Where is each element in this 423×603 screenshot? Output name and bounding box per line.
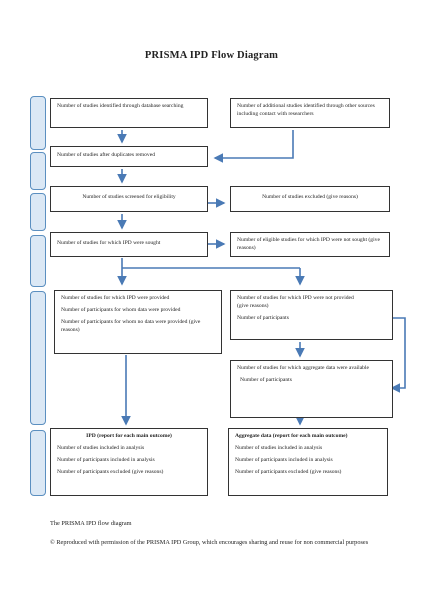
aggregate-analysis-excluded: Number of participants excluded (give re…	[235, 469, 342, 476]
box-ipd-provided: Number of studies for which IPD were pro…	[54, 290, 222, 354]
box-studies-after-duplicates: Number of studies after duplicates remov…	[50, 146, 208, 167]
aggregate-analysis-included: Number of studies included in analysis	[235, 445, 323, 452]
aggregate-analysis-participants: Number of participants included in analy…	[235, 457, 333, 464]
box-ipd-sought: Number of studies for which IPD were sou…	[50, 232, 208, 257]
ipd-not-provided-participants: Number of participants	[237, 315, 289, 322]
box-ipd-analysis: IPD (report for each main outcome) Numbe…	[50, 428, 208, 496]
ipd-analysis-included: Number of studies included in analysis	[57, 445, 145, 452]
box-studies-identified-database: Number of studies identified through dat…	[50, 98, 208, 128]
box-aggregate-available: Number of studies for which aggregate da…	[230, 360, 393, 418]
ipd-not-provided-studies: Number of studies for which IPD were not…	[237, 295, 354, 301]
diagram-title: PRISMA IPD Flow Diagram	[144, 50, 279, 61]
ipd-provided-studies: Number of studies for which IPD were pro…	[61, 295, 170, 301]
stage-marker-ipd-obtained	[30, 291, 46, 425]
stage-marker-deduplication	[30, 152, 46, 190]
ipd-analysis-participants: Number of participants included in analy…	[57, 457, 155, 464]
box-studies-identified-other: Number of additional studies identified …	[230, 98, 390, 128]
ipd-provided-participants-no-data: Number of participants for whom no data …	[61, 319, 201, 334]
ipd-analysis-heading: IPD (report for each main outcome)	[86, 433, 172, 439]
aggregate-available-participants: Number of participants	[240, 377, 292, 384]
stage-marker-screening	[30, 193, 46, 231]
aggregate-available-studies: Number of studies for which aggregate da…	[237, 365, 370, 371]
box-studies-screened: Number of studies screened for eligibili…	[50, 186, 208, 212]
stage-marker-analysis	[30, 430, 46, 496]
ipd-provided-participants: Number of participants for whom data wer…	[61, 307, 181, 314]
box-ipd-not-provided: Number of studies for which IPD were not…	[230, 290, 393, 340]
ipd-analysis-excluded: Number of participants excluded (give re…	[57, 469, 164, 476]
stage-marker-ipd-sought	[30, 235, 46, 287]
eligible-not-sought-text: Number of eligible studies for which IPD…	[237, 237, 380, 252]
diagram-caption: The PRISMA IPD flow diagram	[50, 520, 132, 527]
box-eligible-not-sought: Number of eligible studies for which IPD…	[230, 232, 390, 257]
ipd-sought-text: Number of studies for which IPD were sou…	[57, 240, 161, 246]
copyright-credit: © Reproduced with permission of the PRIS…	[50, 539, 369, 546]
studies-screened-text: Number of studies screened for eligibili…	[82, 194, 176, 200]
studies-after-duplicates-text: Number of studies after duplicates remov…	[57, 152, 156, 158]
studies-identified-other-text: Number of additional studies identified …	[237, 103, 375, 118]
ipd-not-provided-reasons: (give reasons)	[237, 303, 269, 310]
stage-marker-identification	[30, 96, 46, 150]
studies-identified-database-text: Number of studies identified through dat…	[57, 103, 184, 109]
aggregate-analysis-heading: Aggregate data (report for each main out…	[235, 433, 348, 439]
box-aggregate-analysis: Aggregate data (report for each main out…	[228, 428, 388, 496]
studies-excluded-text: Number of studies excluded (give reasons…	[262, 194, 358, 200]
box-studies-excluded: Number of studies excluded (give reasons…	[230, 186, 390, 212]
